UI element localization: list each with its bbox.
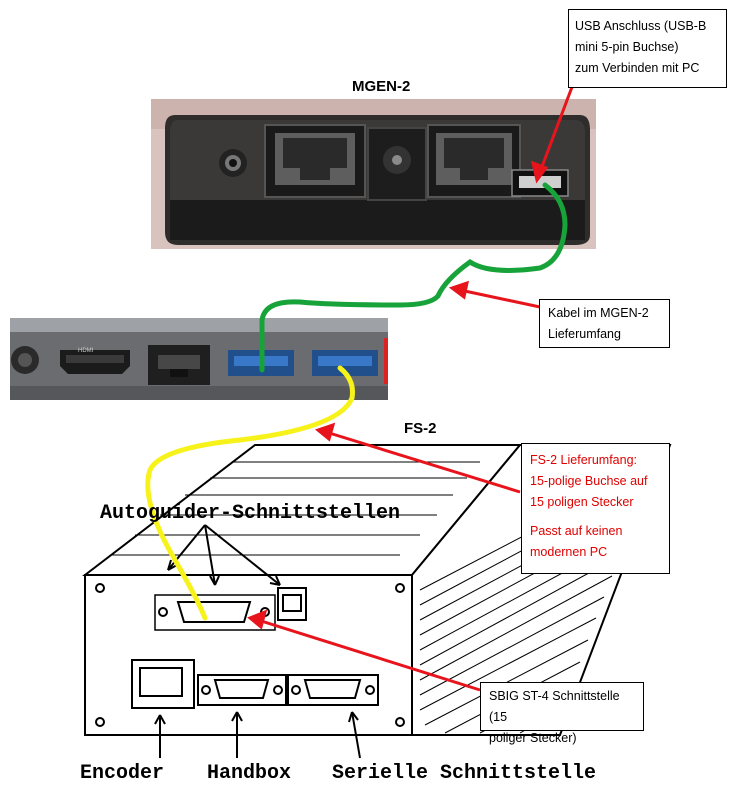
- callout-sbig-line-2: poliger Stecker): [489, 731, 577, 745]
- callout-usb-line-3: zum Verbinden mit PC: [575, 61, 700, 75]
- encoder-label: Encoder: [80, 762, 165, 785]
- mgen-title: MGEN-2: [352, 78, 411, 95]
- callout-usb: USB Anschluss (USB-B mini 5-pin Buchse) …: [568, 9, 727, 88]
- callout-sbig: SBIG ST-4 Schnittstelle (15 poliger Stec…: [480, 682, 644, 745]
- green-cable: [259, 182, 568, 373]
- fs2-title: FS-2: [404, 420, 437, 437]
- callout-fs2-line-3: 15 poligen Stecker: [530, 495, 634, 509]
- callout-fs2-line-5: modernen PC: [530, 545, 608, 559]
- hdmi-label: HDMI: [78, 348, 94, 354]
- serial-label: Serielle Schnittstelle: [332, 762, 597, 785]
- callout-sbig-line-1: SBIG ST-4 Schnittstelle (15: [489, 689, 620, 724]
- callout-cable-line-1: Kabel im MGEN-2: [548, 306, 649, 320]
- callout-cable: Kabel im MGEN-2 Lieferumfang: [539, 299, 670, 348]
- autoguider-label: Autoguider-Schnittstellen: [100, 502, 401, 525]
- laptop-photo: [10, 318, 388, 400]
- red-arrows: [247, 86, 574, 692]
- handbox-label: Handbox: [207, 762, 292, 785]
- callout-fs2: FS-2 Lieferumfang: 15-polige Buchse auf …: [521, 443, 670, 574]
- callout-fs2-line-2: 15-polige Buchse auf: [530, 474, 648, 488]
- callout-usb-line-1: USB Anschluss (USB-B: [575, 19, 707, 33]
- callout-fs2-line-1: FS-2 Lieferumfang:: [530, 453, 637, 467]
- mgen-photo: [151, 99, 596, 249]
- callout-fs2-line-4: Passt auf keinen: [530, 524, 623, 538]
- yellow-cable: [145, 365, 355, 621]
- callout-cable-line-2: Lieferumfang: [548, 327, 621, 341]
- callout-usb-line-2: mini 5-pin Buchse): [575, 40, 679, 54]
